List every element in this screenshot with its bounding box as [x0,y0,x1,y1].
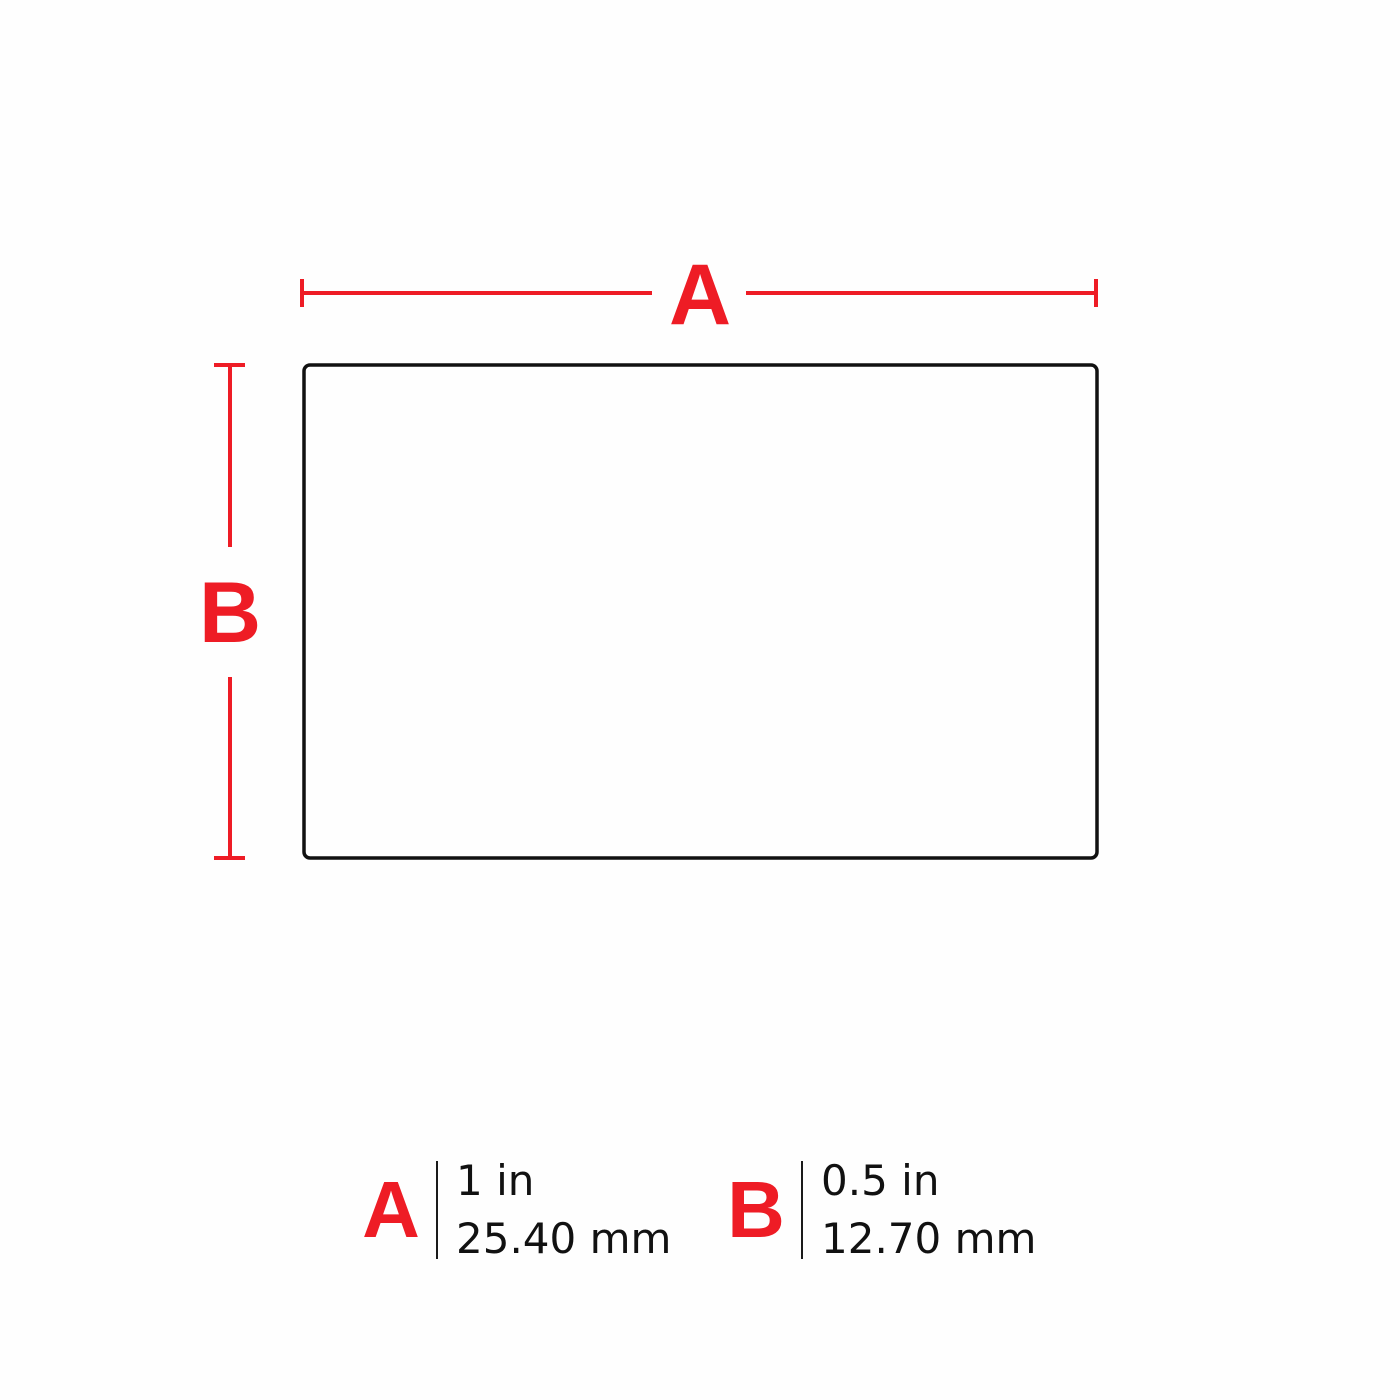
legend-b-values: 0.5 in 12.70 mm [821,1152,1036,1268]
legend-a-separator [436,1161,438,1259]
dimension-b-label: B [199,565,261,661]
label-outline [302,363,1099,860]
legend-a-values: 1 in 25.40 mm [456,1152,671,1268]
dimension-a-indicator: A [300,247,1098,343]
dimension-b-indicator: B [199,363,261,860]
legend-b-letter: B [727,1165,785,1254]
legend-a-letter: A [362,1165,420,1254]
legend-b-metric: 12.70 mm [821,1214,1037,1263]
legend-b-separator [801,1161,803,1259]
legend-item-a: A 1 in 25.40 mm [360,1156,671,1263]
legend-a-imperial: 1 in [456,1156,535,1205]
dimension-a-label: A [669,247,731,343]
legend-b-imperial: 0.5 in [821,1156,940,1205]
legend-a-metric: 25.40 mm [456,1214,672,1263]
legend-item-b: B 0.5 in 12.70 mm [725,1156,1036,1263]
